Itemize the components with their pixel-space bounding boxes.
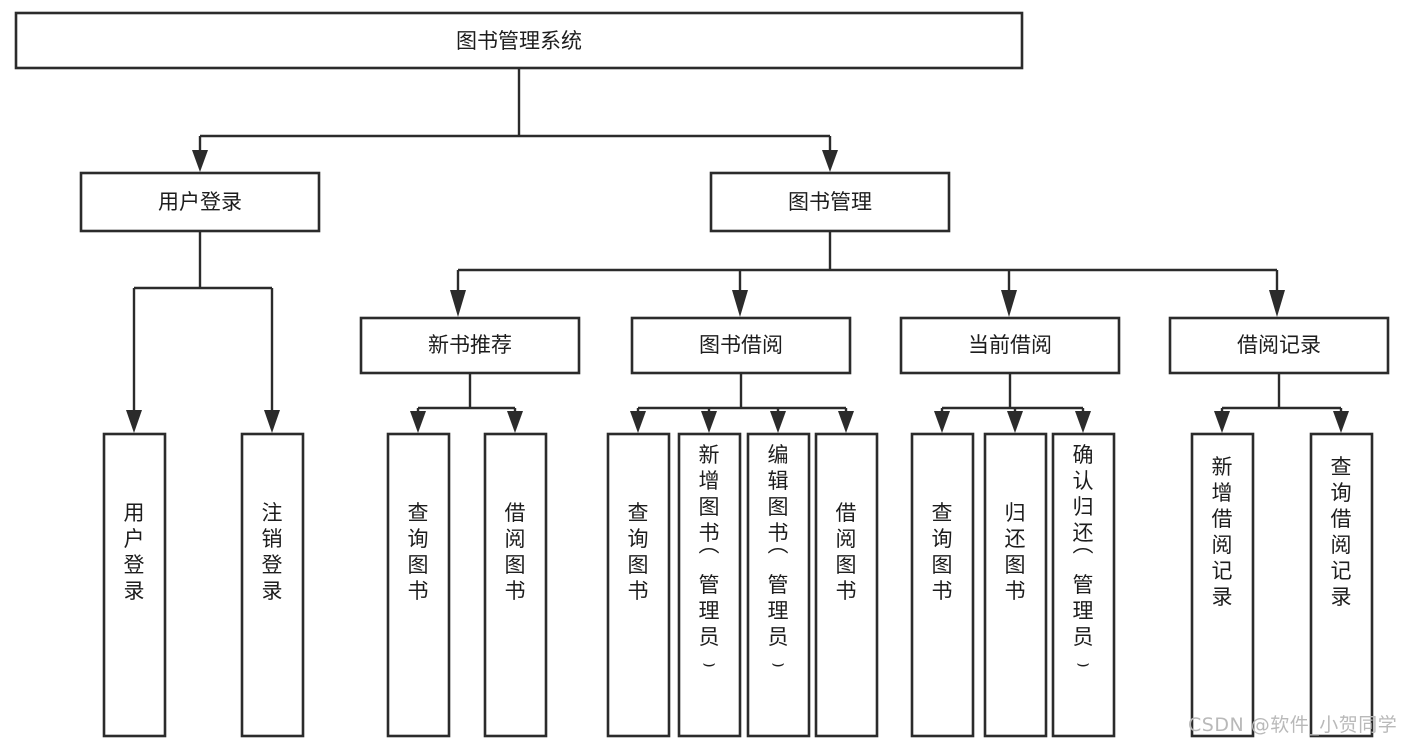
arrow-head-leaf-logout-login xyxy=(264,410,280,433)
arrow-head-leaf-borrow-book-2 xyxy=(838,411,854,433)
arrow-head-book-management xyxy=(822,150,838,172)
connector-group-user-login-to-leaves xyxy=(126,231,280,433)
connector-group-book-management-to-level3 xyxy=(450,231,1285,317)
node-book-management-label: 图书管理 xyxy=(788,190,872,214)
node-leaf-query-book-3-box[interactable] xyxy=(910,432,975,738)
arrow-head-leaf-confirm-return xyxy=(1075,411,1091,433)
node-leaf-confirm-return[interactable]: 确认归还⌒管理员⌣ xyxy=(1051,432,1116,738)
node-current-borrow-box[interactable] xyxy=(899,316,1121,375)
arrow-head-user-login xyxy=(192,150,208,172)
connector-group-book-borrow-to-leaves xyxy=(630,373,854,433)
node-book-borrow-box[interactable] xyxy=(630,316,852,375)
node-leaf-query-book-1-box[interactable] xyxy=(386,432,451,738)
node-book-borrow[interactable]: 图书借阅 xyxy=(630,316,852,375)
node-leaf-borrow-book-1-label: 借阅图书 xyxy=(505,501,526,603)
node-leaf-user-login-label: 用户登录 xyxy=(124,501,145,603)
node-leaf-query-book-2[interactable]: 查询图书 xyxy=(606,432,671,738)
node-new-book-recommend-box[interactable] xyxy=(359,316,581,375)
node-leaf-add-record-box[interactable] xyxy=(1190,432,1255,738)
node-leaf-borrow-book-2-box[interactable] xyxy=(814,432,879,738)
node-leaf-query-book-2-box[interactable] xyxy=(606,432,671,738)
node-leaf-query-record-box[interactable] xyxy=(1309,432,1374,738)
node-leaf-logout-login-label: 注销登录 xyxy=(262,501,283,603)
node-leaf-query-book-3-label: 查询图书 xyxy=(932,501,953,603)
node-leaf-return-book-box[interactable] xyxy=(983,432,1048,738)
node-leaf-borrow-book-2-label: 借阅图书 xyxy=(836,501,857,603)
arrow-head-leaf-user-login xyxy=(126,410,142,433)
node-user-login[interactable]: 用户登录 xyxy=(79,171,321,233)
connector-group-borrow-record-to-leaves xyxy=(1214,373,1349,433)
node-book-management-box[interactable] xyxy=(709,171,951,233)
node-leaf-borrow-book-2[interactable]: 借阅图书 xyxy=(814,432,879,738)
node-current-borrow-label: 当前借阅 xyxy=(968,333,1052,357)
node-leaf-query-book-3[interactable]: 查询图书 xyxy=(910,432,975,738)
node-book-management[interactable]: 图书管理 xyxy=(709,171,951,233)
node-user-login-box[interactable] xyxy=(79,171,321,233)
node-leaf-add-book-label: 新增图书⌒管理员⌣ xyxy=(699,443,720,675)
node-leaf-logout-login[interactable]: 注销登录 xyxy=(240,432,305,738)
node-leaf-query-book-1-label: 查询图书 xyxy=(408,501,429,603)
node-leaf-edit-book[interactable]: 编辑图书⌒管理员⌣ xyxy=(746,432,811,738)
node-root-box[interactable] xyxy=(14,11,1024,70)
connector-group-new-book-to-leaves xyxy=(410,373,523,433)
node-leaf-confirm-return-box[interactable] xyxy=(1051,432,1116,738)
arrow-head-new-book-recommend xyxy=(450,290,466,317)
arrow-head-borrow-record xyxy=(1269,290,1285,317)
node-borrow-record-box[interactable] xyxy=(1168,316,1390,375)
connector-group-root-to-level2 xyxy=(192,68,838,172)
node-leaf-return-book-label: 归还图书 xyxy=(1005,501,1026,603)
connector-group-current-borrow-to-leaves xyxy=(934,373,1091,433)
node-new-book-recommend-label: 新书推荐 xyxy=(428,333,512,357)
node-user-login-label: 用户登录 xyxy=(158,190,242,214)
arrow-head-leaf-borrow-book-1 xyxy=(507,411,523,433)
arrow-head-leaf-query-book-2 xyxy=(630,411,646,433)
node-leaf-query-book-2-label: 查询图书 xyxy=(628,501,649,603)
node-book-borrow-label: 图书借阅 xyxy=(699,333,783,357)
node-borrow-record[interactable]: 借阅记录 xyxy=(1168,316,1390,375)
node-borrow-record-label: 借阅记录 xyxy=(1237,333,1321,357)
node-leaf-query-record-label: 查询借阅记录 xyxy=(1331,455,1352,609)
node-leaf-edit-book-label: 编辑图书⌒管理员⌣ xyxy=(768,443,789,675)
arrow-head-leaf-add-record xyxy=(1214,411,1230,433)
node-leaf-add-record-label: 新增借阅记录 xyxy=(1212,455,1233,609)
node-leaf-edit-book-box[interactable] xyxy=(746,432,811,738)
node-leaf-query-book-1[interactable]: 查询图书 xyxy=(386,432,451,738)
arrow-head-leaf-add-book xyxy=(701,411,717,433)
node-leaf-add-record[interactable]: 新增借阅记录 xyxy=(1190,432,1255,738)
node-leaf-borrow-book-1-box[interactable] xyxy=(483,432,548,738)
node-leaf-query-record[interactable]: 查询借阅记录 xyxy=(1309,432,1374,738)
node-leaf-user-login[interactable]: 用户登录 xyxy=(102,432,167,738)
arrow-head-book-borrow xyxy=(732,290,748,317)
arrow-head-leaf-query-book-3 xyxy=(934,411,950,433)
node-new-book-recommend[interactable]: 新书推荐 xyxy=(359,316,581,375)
node-current-borrow[interactable]: 当前借阅 xyxy=(899,316,1121,375)
arrow-head-leaf-query-record xyxy=(1333,411,1349,433)
node-leaf-add-book[interactable]: 新增图书⌒管理员⌣ xyxy=(677,432,742,738)
node-root-label: 图书管理系统 xyxy=(456,29,582,53)
node-leaf-add-book-box[interactable] xyxy=(677,432,742,738)
node-root[interactable]: 图书管理系统 xyxy=(14,11,1024,70)
node-leaf-borrow-book-1[interactable]: 借阅图书 xyxy=(483,432,548,738)
node-leaf-user-login-box[interactable] xyxy=(102,432,167,738)
node-leaf-confirm-return-label: 确认归还⌒管理员⌣ xyxy=(1073,443,1094,675)
arrow-head-leaf-return-book xyxy=(1007,411,1023,433)
arrow-head-leaf-query-book-1 xyxy=(410,411,426,433)
arrow-head-current-borrow xyxy=(1001,290,1017,317)
arrow-head-leaf-edit-book xyxy=(770,411,786,433)
node-leaf-logout-login-box[interactable] xyxy=(240,432,305,738)
node-leaf-return-book[interactable]: 归还图书 xyxy=(983,432,1048,738)
